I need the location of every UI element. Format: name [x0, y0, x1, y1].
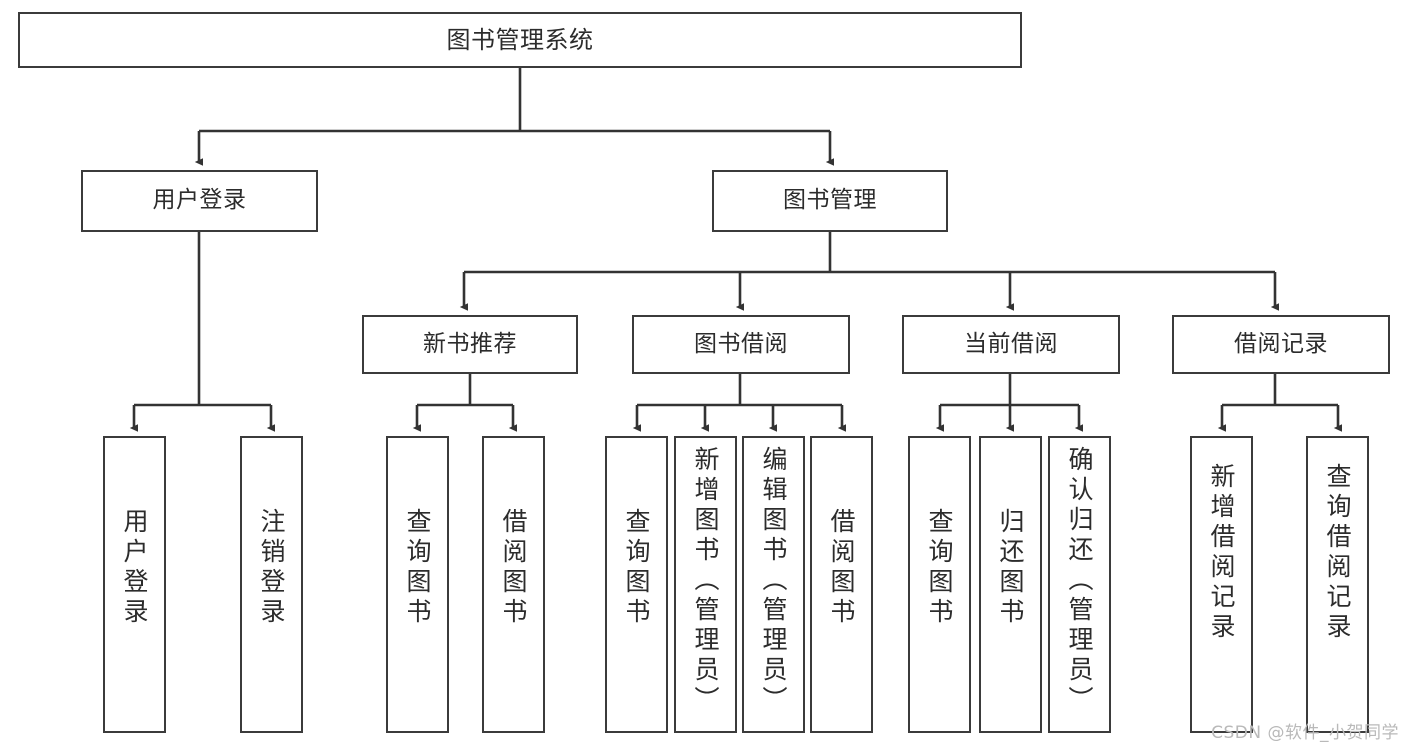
leaf-book-borrow-query[interactable]: 查询图书 — [605, 436, 668, 733]
node-root-system[interactable]: 图书管理系统 — [18, 12, 1022, 68]
leaf-book-borrow-add[interactable]: 新增图书（管理员） — [674, 436, 737, 733]
leaf-user-login-login[interactable]: 用户登录 — [103, 436, 166, 733]
leaf-book-borrow-query-label: 查询图书 — [622, 508, 651, 628]
leaf-user-login-login-label: 用户登录 — [120, 508, 149, 628]
node-book-borrow-label: 图书借阅 — [694, 330, 788, 357]
node-current-borrow-label: 当前借阅 — [964, 330, 1058, 357]
node-root-system-label: 图书管理系统 — [446, 25, 594, 54]
leaf-new-book-query[interactable]: 查询图书 — [386, 436, 449, 733]
leaf-new-book-borrow-label: 借阅图书 — [499, 508, 528, 628]
leaf-borrow-record-query[interactable]: 查询借阅记录 — [1306, 436, 1369, 733]
node-book-management-label: 图书管理 — [783, 187, 877, 214]
node-user-login[interactable]: 用户登录 — [81, 170, 318, 232]
leaf-new-book-query-label: 查询图书 — [403, 508, 432, 628]
leaf-current-borrow-query[interactable]: 查询图书 — [908, 436, 971, 733]
leaf-current-borrow-return-label: 归还图书 — [996, 508, 1025, 628]
leaf-new-book-borrow[interactable]: 借阅图书 — [482, 436, 545, 733]
node-new-book-recommend[interactable]: 新书推荐 — [362, 315, 578, 374]
leaf-borrow-record-add[interactable]: 新增借阅记录 — [1190, 436, 1253, 733]
leaf-current-borrow-confirm[interactable]: 确认归还（管理员） — [1048, 436, 1111, 733]
leaf-book-borrow-edit[interactable]: 编辑图书（管理员） — [742, 436, 805, 733]
leaf-book-borrow-add-label: 新增图书（管理员） — [691, 446, 720, 716]
leaf-current-borrow-confirm-label: 确认归还（管理员） — [1065, 446, 1094, 716]
node-book-borrow[interactable]: 图书借阅 — [632, 315, 850, 374]
leaf-book-borrow-borrow-label: 借阅图书 — [827, 508, 856, 628]
leaf-borrow-record-query-label: 查询借阅记录 — [1323, 463, 1352, 643]
node-new-book-recommend-label: 新书推荐 — [423, 330, 517, 357]
node-borrow-record-label: 借阅记录 — [1234, 330, 1328, 357]
leaf-borrow-record-add-label: 新增借阅记录 — [1207, 463, 1236, 643]
leaf-book-borrow-borrow[interactable]: 借阅图书 — [810, 436, 873, 733]
leaf-current-borrow-return[interactable]: 归还图书 — [979, 436, 1042, 733]
leaf-user-login-logout[interactable]: 注销登录 — [240, 436, 303, 733]
node-book-management[interactable]: 图书管理 — [712, 170, 948, 232]
node-current-borrow[interactable]: 当前借阅 — [902, 315, 1120, 374]
leaf-current-borrow-query-label: 查询图书 — [925, 508, 954, 628]
node-user-login-label: 用户登录 — [152, 187, 247, 214]
leaf-book-borrow-edit-label: 编辑图书（管理员） — [759, 446, 788, 716]
leaf-user-login-logout-label: 注销登录 — [257, 508, 286, 628]
node-borrow-record[interactable]: 借阅记录 — [1172, 315, 1390, 374]
